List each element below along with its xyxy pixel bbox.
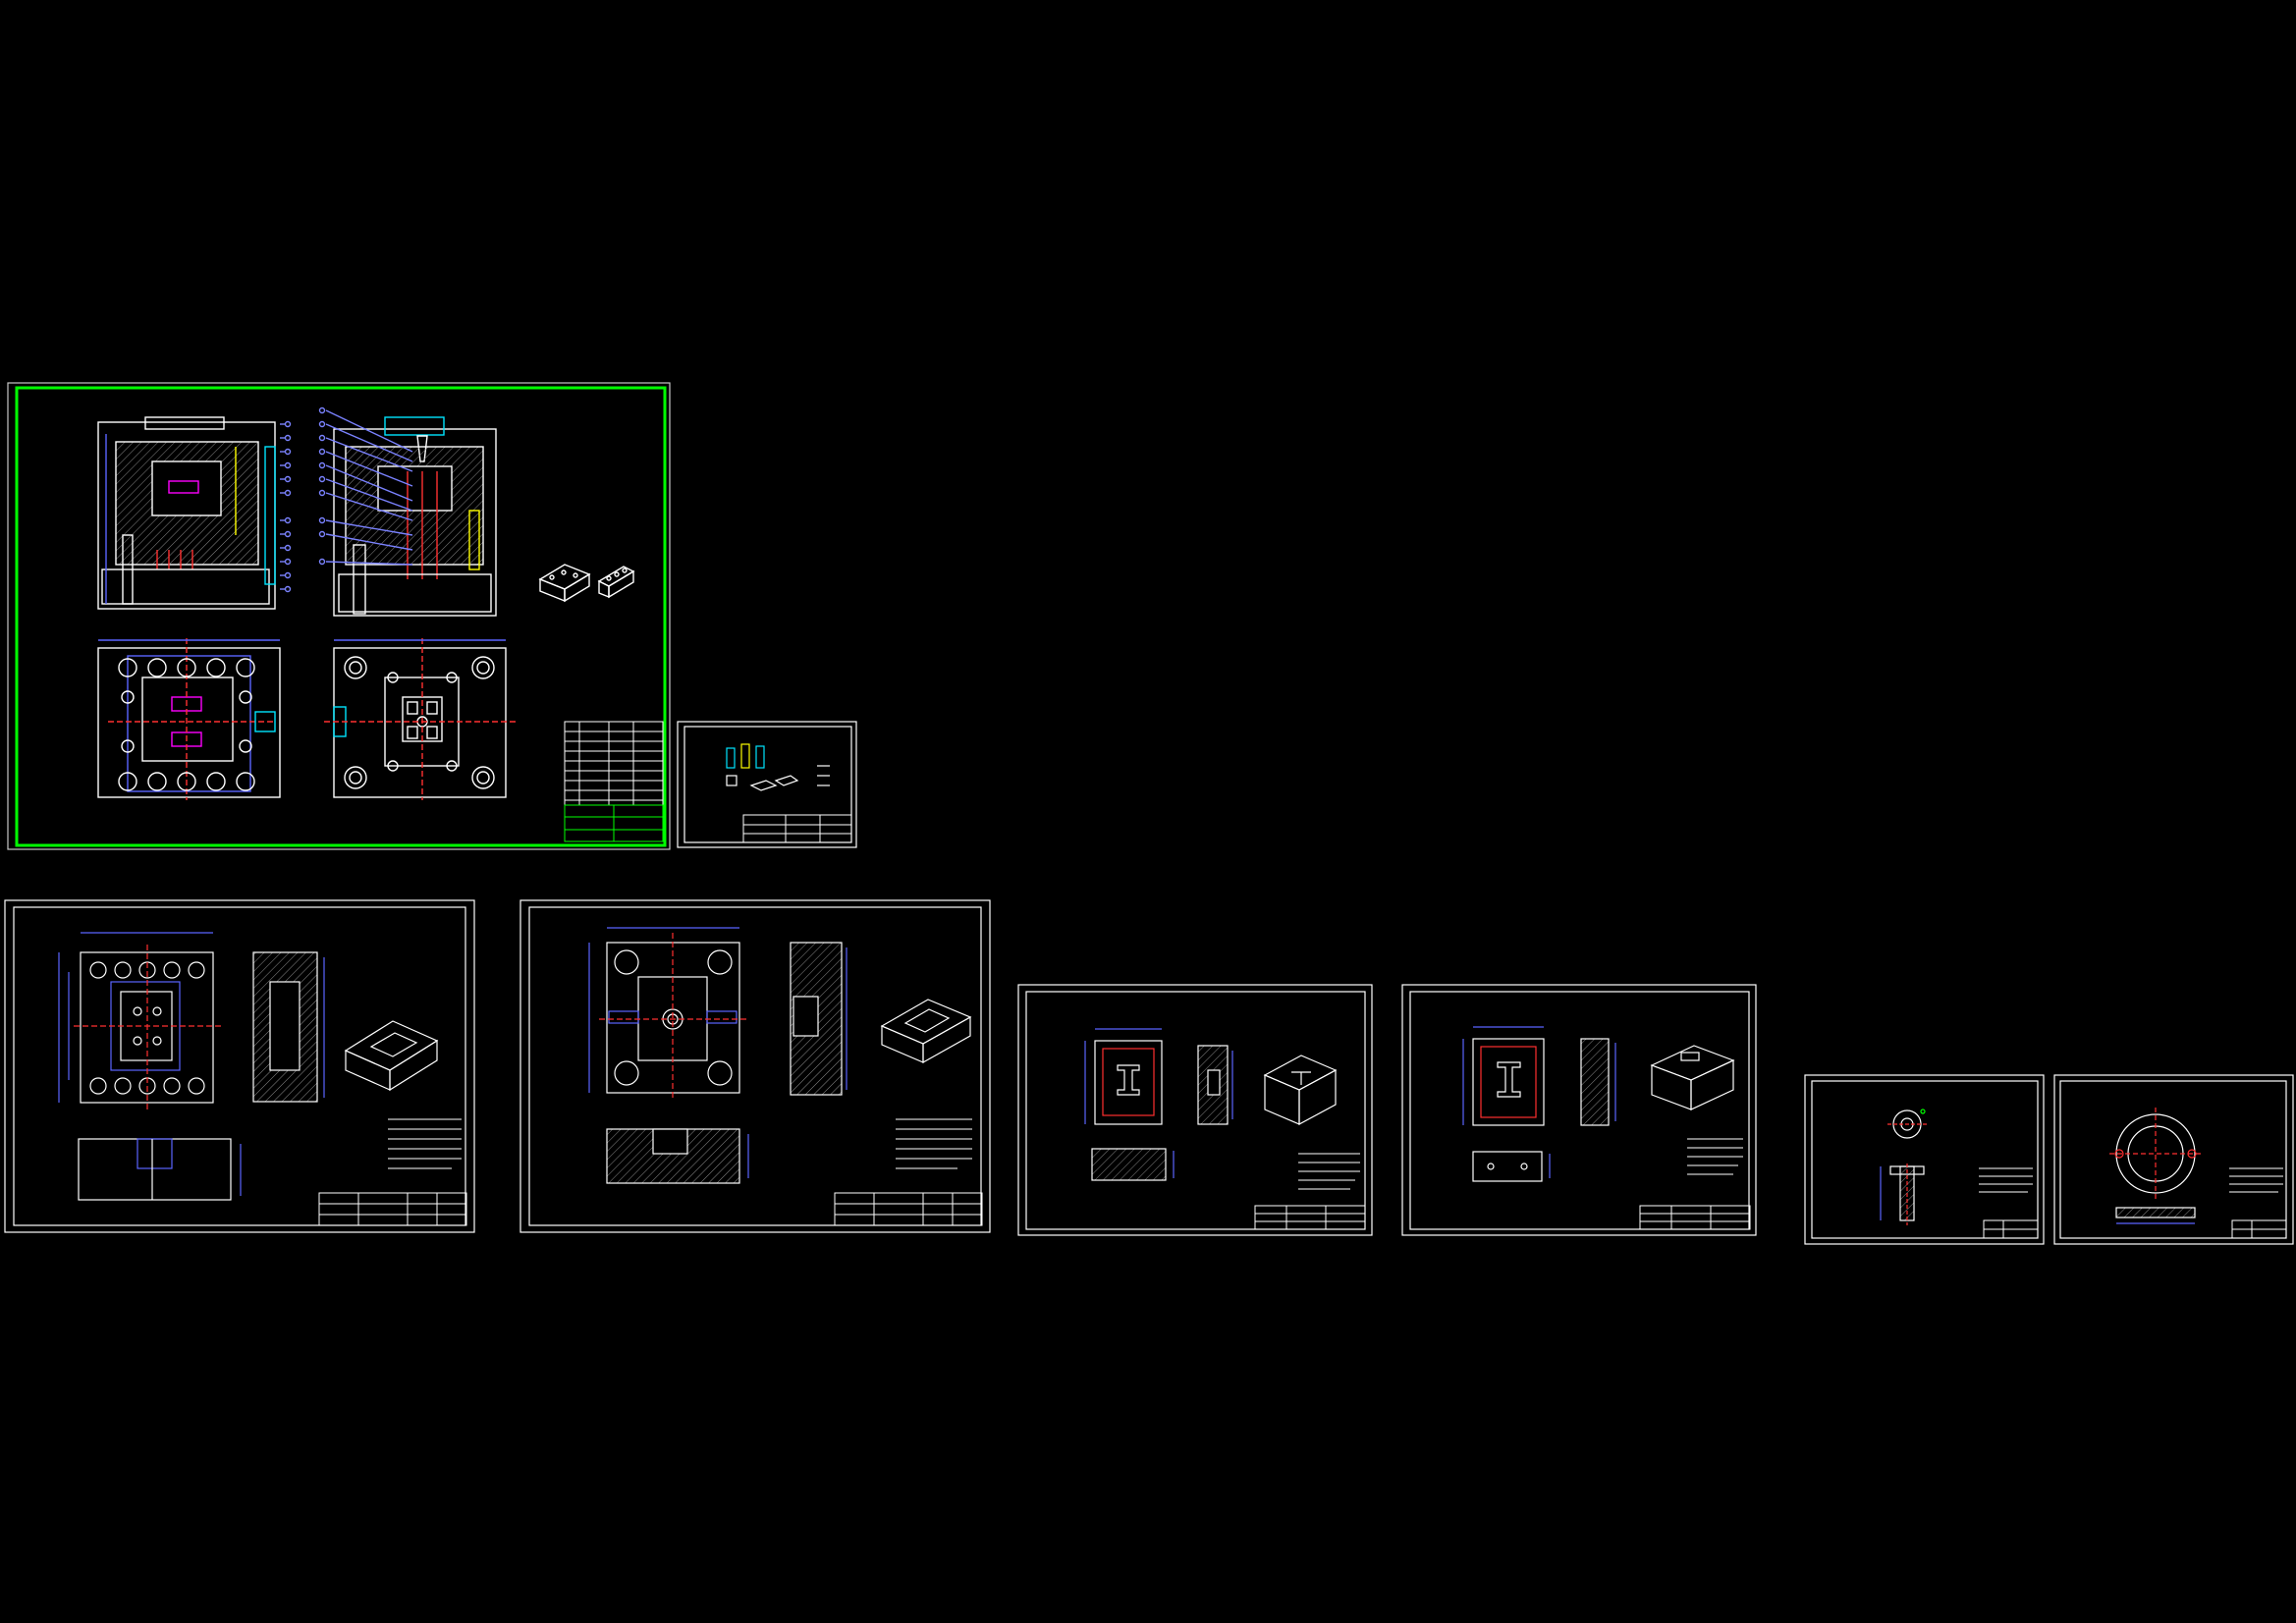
plan-view-icon: [97, 638, 281, 800]
tech-notes: [388, 1118, 462, 1169]
section-view-icon: [1197, 1045, 1233, 1125]
plan-view-icon: [1887, 1109, 1927, 1139]
tech-notes: [896, 1118, 972, 1169]
section-view-icon: [333, 416, 497, 617]
title-block-icon: [1254, 1205, 1366, 1230]
section-view-icon: [1091, 1148, 1175, 1181]
isometric-part-icon: [1650, 1045, 1735, 1110]
title-block-icon: [318, 1192, 467, 1226]
sheet-plate-a[interactable]: [4, 899, 475, 1233]
plan-view-icon: [1462, 1026, 1545, 1126]
sheet-plate-b[interactable]: [519, 899, 991, 1233]
title-block-icon: [1639, 1205, 1751, 1230]
plan-view-icon: [2109, 1108, 2202, 1200]
section-view-icon: [790, 942, 847, 1096]
active-sheet-frame: [15, 386, 667, 847]
title-block-icon: [564, 721, 664, 842]
tech-notes: [1687, 1138, 1743, 1175]
tech-notes: [1298, 1153, 1360, 1190]
section-view-icon: [1472, 1151, 1551, 1182]
component-icon: [726, 743, 830, 791]
section-view-icon: [1580, 1038, 1616, 1126]
section-view-icon: [78, 1138, 242, 1201]
section-view-icon: [1880, 1163, 1925, 1225]
plan-view-icon: [58, 932, 221, 1109]
section-view-icon: [252, 951, 325, 1103]
plan-view-icon: [324, 638, 516, 800]
sheet-locating-ring[interactable]: [2053, 1074, 2294, 1245]
part-balloons: [280, 406, 413, 593]
sheet-sprue-bush[interactable]: [1804, 1074, 2045, 1245]
plan-view-icon: [588, 927, 746, 1100]
isometric-part-icon: [1263, 1055, 1338, 1126]
title-block-icon: [2231, 1219, 2287, 1239]
sheet-core-d[interactable]: [1401, 984, 1757, 1236]
sheet-part-list[interactable]: [677, 721, 857, 848]
tech-notes: [2229, 1167, 2283, 1193]
section-view-icon: [97, 416, 276, 610]
sheet-core-c[interactable]: [1017, 984, 1373, 1236]
isometric-part-icon: [344, 1020, 439, 1092]
isometric-part-icon: [880, 999, 972, 1064]
title-block-icon: [834, 1192, 983, 1226]
section-view-icon: [2115, 1207, 2196, 1224]
isometric-part-icon: [538, 564, 635, 603]
plan-view-icon: [1084, 1028, 1163, 1125]
tech-notes: [1979, 1167, 2033, 1193]
title-block-icon: [1983, 1219, 2039, 1239]
sheet-assembly[interactable]: [7, 382, 671, 850]
section-view-icon: [606, 1128, 749, 1184]
title-block-icon: [742, 814, 852, 843]
